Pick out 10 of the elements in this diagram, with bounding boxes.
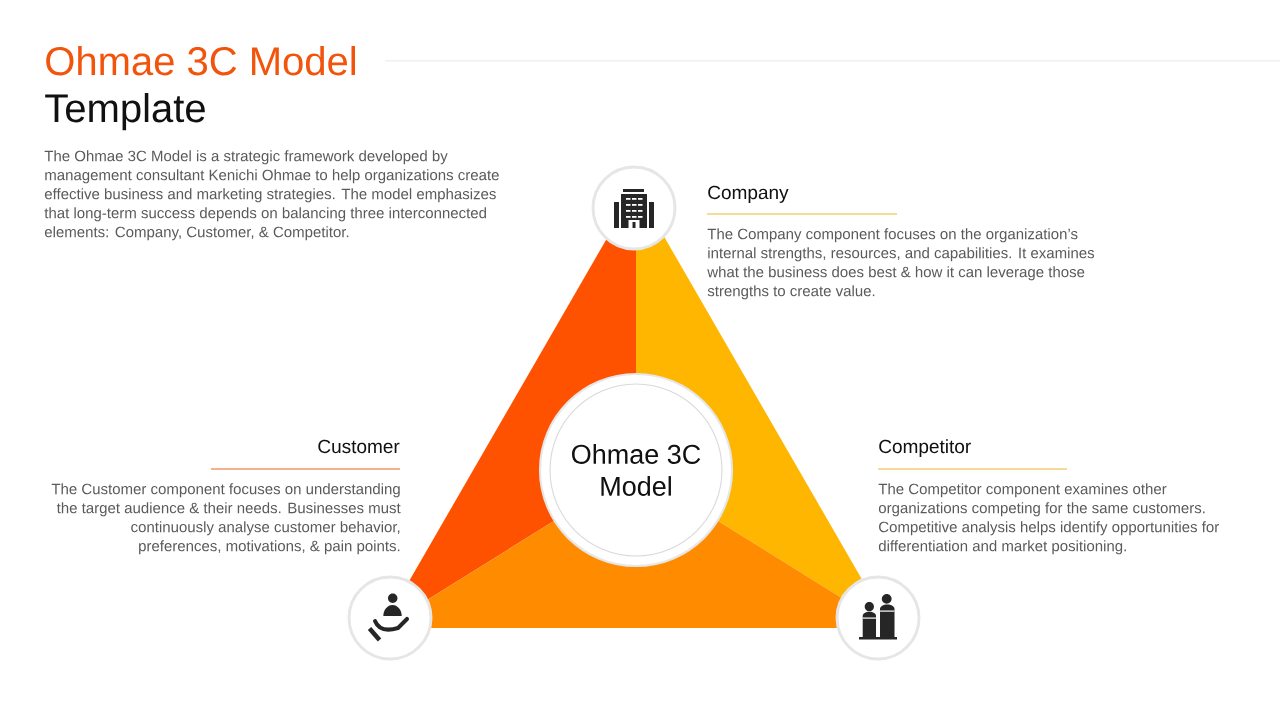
body-text: The Company component focuses on the organization’s internal strengths, resources, and capabilities. It examines what the business does best & how it can leverage those strengths to create value. [707, 228, 1095, 300]
icon-circle [347, 575, 433, 661]
body-text: The Customer component focuses on understanding the target audience & their needs. Businesses must continuously analyse customer behavior, preferences, motivations, & pain points. [51, 483, 401, 555]
section-heading: Competitor [879, 439, 971, 457]
description-text: The Ohmae 3C Model is a strategic framework developed by management consultant Kenichi Ohmae to help organizations create effective business and marketing strategies. The model emphasizes that long-term success depends on balancing three interconnected elements: Company, Customer, & Competitor. [44, 150, 499, 241]
section-heading: Company [708, 185, 789, 203]
title-text: Template [45, 93, 205, 131]
section-heading: Customer [318, 439, 400, 454]
body-text: The Competitor component examines other organizations competing for the same customers. Competitive analysis helps identify opportunities for differentiation and market positioning. [878, 483, 1219, 555]
title: Ohmae 3C Model [46, 46, 355, 76]
